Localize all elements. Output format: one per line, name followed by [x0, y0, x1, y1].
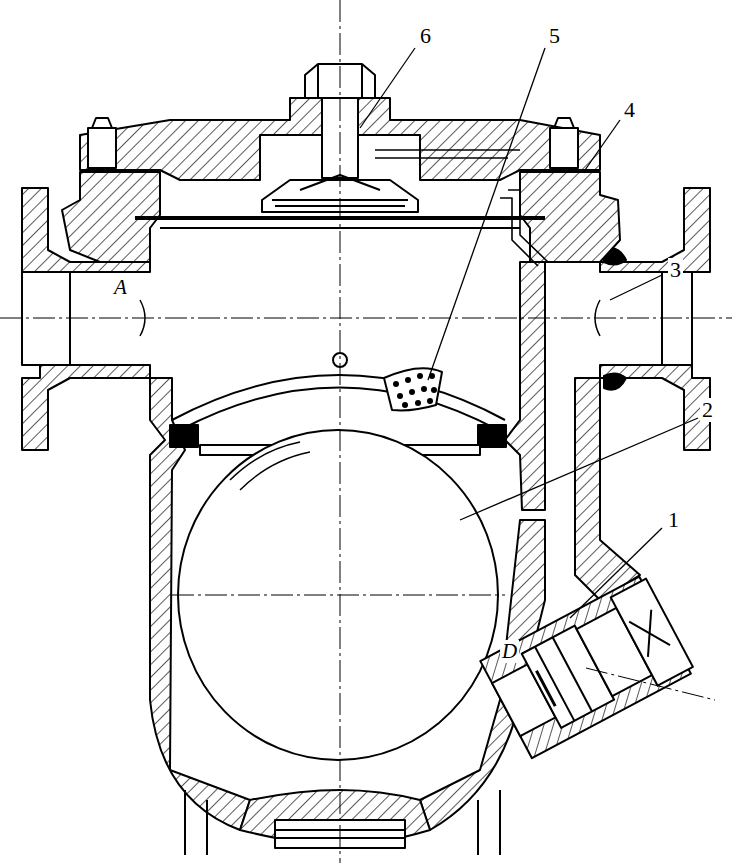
- flow-port-letter: A: [112, 276, 129, 299]
- callout-number: 5: [547, 24, 562, 48]
- callout-number: 1: [666, 508, 681, 532]
- dimension-letter: D: [500, 640, 519, 663]
- callout-number: 3: [668, 258, 683, 282]
- callout-number: 2: [700, 398, 715, 422]
- callout-number: 4: [622, 98, 637, 122]
- callout-number: 6: [418, 24, 433, 48]
